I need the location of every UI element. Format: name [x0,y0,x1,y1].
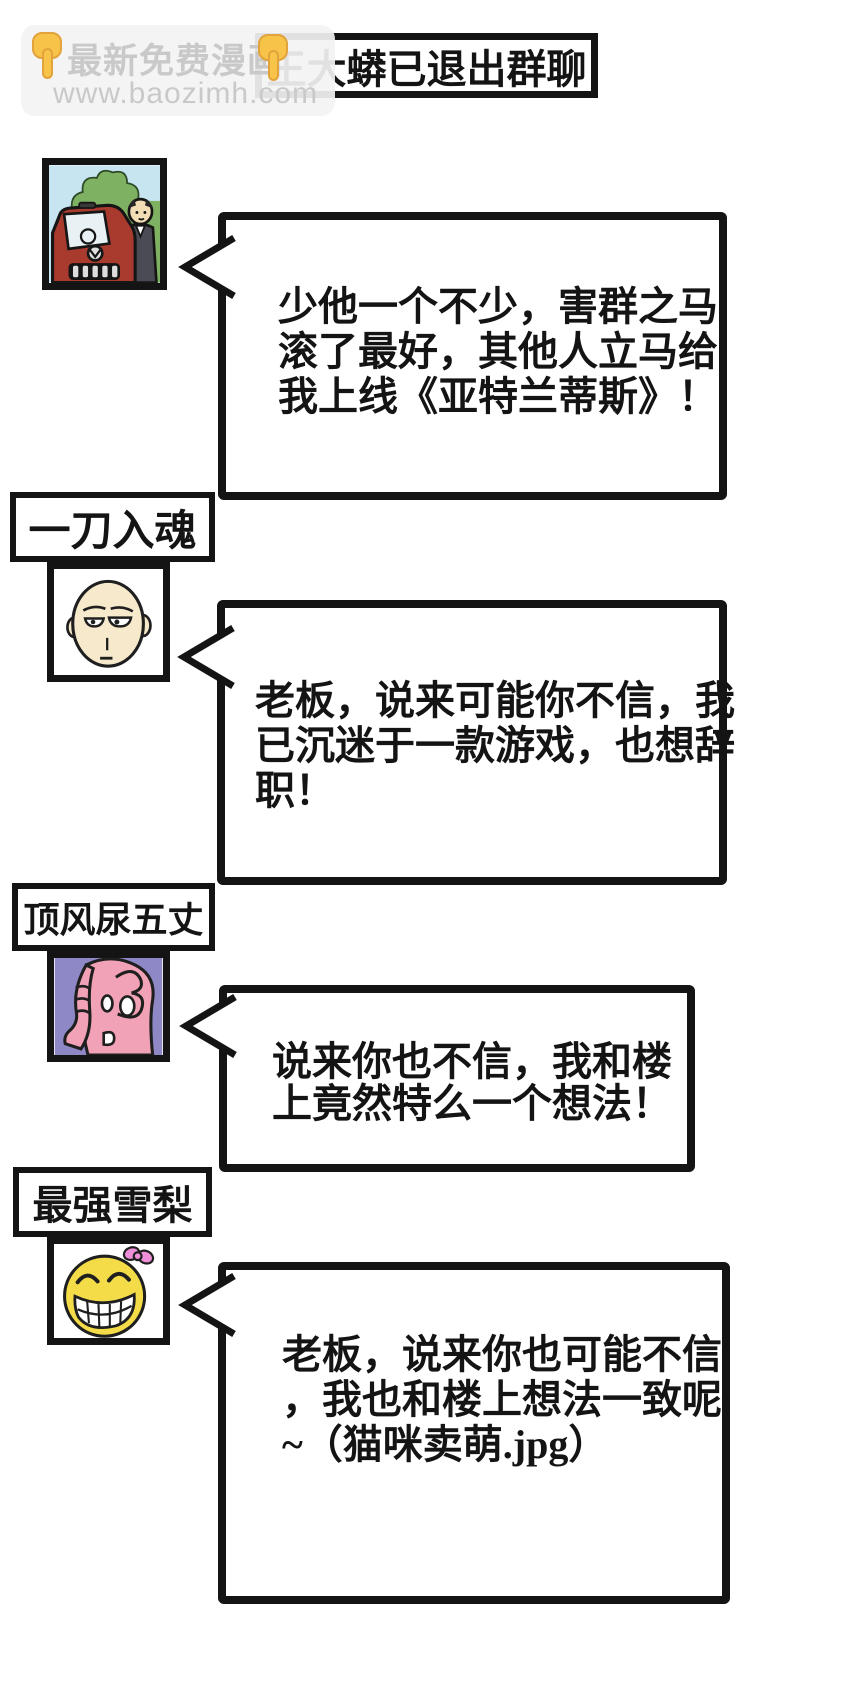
bubble-line: 老板，说来可能你不信，我 [255,678,735,723]
watermark-box: 最新免费漫画 www.baozimh.com [21,25,335,116]
sender-name-text: 最强雪梨 [32,1183,193,1228]
grinning-emoji-art [54,1244,163,1338]
bubble-line: 老板，说来你也可能不信 [282,1332,722,1377]
sender-name-text: 顶风尿五丈 [23,900,204,940]
bald-hero-face-art [54,569,163,675]
bubble-line: 少他一个不少，害群之马 [278,284,718,329]
sender-name-box-2: 一刀入魂 [10,492,215,562]
bubble-tail-icon [177,624,235,690]
sender-name-box-4: 最强雪梨 [13,1167,212,1237]
speech-bubble-1: 少他一个不少，害群之马 滚了最好，其他人立马给 我上线《亚特兰蒂斯》！ [178,212,727,500]
speech-bubble-2: 老板，说来可能你不信，我 已沉迷于一款游戏，也想辞 职！ [177,600,735,885]
bubble-line: 职！ [255,768,335,813]
pink-elephant-art [54,958,163,1055]
bubble-line: 滚了最好，其他人立马给 [278,329,718,374]
sender-name-box-3: 顶风尿五丈 [12,883,215,951]
bubble-line: ，我也和楼上想法一致呢 [282,1377,722,1422]
avatar-bald-hero [47,562,170,682]
bubble-1-text: 少他一个不少，害群之马 滚了最好，其他人立马给 我上线《亚特兰蒂斯》！ [226,220,719,419]
speech-bubble-4: 老板，说来你也可能不信 ，我也和楼上想法一致呢 ~（猫咪卖萌.jpg） [178,1262,730,1604]
bubble-tail-icon [179,993,237,1059]
bubble-line: 我上线《亚特兰蒂斯》！ [278,374,718,419]
bubble-3-text: 说来你也不信，我和楼 上竟然特么一个想法！ [227,993,687,1125]
avatar-pink-elephant [47,951,170,1062]
bubble-4-text: 老板，说来你也可能不信 ，我也和楼上想法一致呢 ~（猫咪卖萌.jpg） [226,1270,722,1467]
speech-bubble-3: 说来你也不信，我和楼 上竟然特么一个想法！ [179,985,695,1172]
watermark-brand-text: 最新免费漫画 [67,42,284,81]
finger-down-icon [258,34,288,81]
bubble-tail-icon [178,234,236,300]
bubble-2-text: 老板，说来可能你不信，我 已沉迷于一款游戏，也想辞 职！ [225,608,735,813]
finger-down-icon [32,32,62,79]
bubble-line: 上竟然特么一个想法！ [272,1081,672,1126]
bubble-line: 已沉迷于一款游戏，也想辞 [255,723,735,768]
avatar-grin-emoji [47,1237,170,1345]
avatar-man-with-red-car [42,158,167,290]
bubble-line: ~（猫咪卖萌.jpg） [282,1422,609,1467]
sender-name-text: 一刀入魂 [28,508,197,555]
man-with-red-car-art [49,165,160,283]
bubble-line: 说来你也不信，我和楼 [272,1039,672,1084]
watermark-url-text: www.baozimh.com [53,77,319,110]
bubble-tail-icon [178,1272,236,1338]
